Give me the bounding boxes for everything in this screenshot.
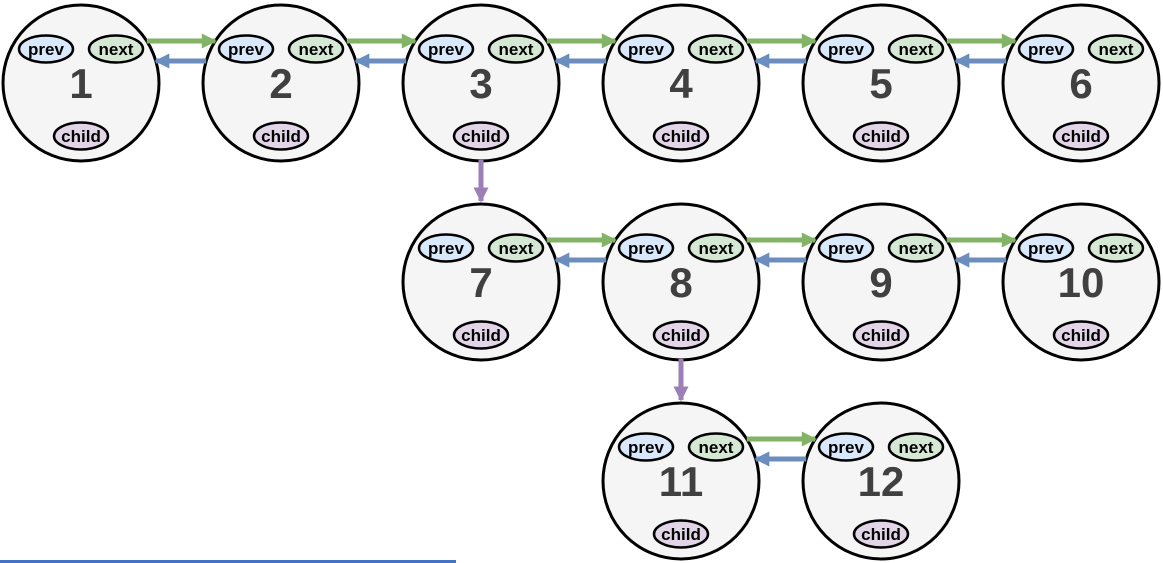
child-label: child bbox=[1061, 326, 1101, 345]
prev-pointer-slot bbox=[417, 233, 475, 263]
prev-pointer-slot bbox=[1017, 34, 1075, 64]
node-value: 9 bbox=[869, 259, 892, 306]
list-node: prev next child 6 bbox=[1001, 3, 1161, 163]
next-label: next bbox=[499, 40, 534, 59]
prev-pointer-slot bbox=[217, 34, 275, 64]
prev-label: prev bbox=[828, 438, 864, 457]
node-value: 5 bbox=[869, 60, 892, 107]
child-pointer-slot bbox=[652, 519, 710, 549]
child-label: child bbox=[261, 127, 301, 146]
node-value: 7 bbox=[469, 259, 492, 306]
next-pointer-slot bbox=[887, 34, 945, 64]
child-pointer-slot bbox=[1052, 320, 1110, 350]
prev-pointer-slot bbox=[817, 34, 875, 64]
prev-label: prev bbox=[628, 438, 664, 457]
next-pointer-slot bbox=[487, 233, 545, 263]
list-node: prev next child 3 bbox=[401, 3, 561, 163]
child-pointer-slot bbox=[1052, 121, 1110, 151]
list-node: prev next child 12 bbox=[801, 401, 961, 561]
next-label: next bbox=[1099, 40, 1134, 59]
node-value: 1 bbox=[69, 60, 92, 107]
child-pointer-slot bbox=[452, 320, 510, 350]
next-pointer-slot bbox=[87, 34, 145, 64]
prev-label: prev bbox=[228, 40, 264, 59]
prev-pointer-slot bbox=[1017, 233, 1075, 263]
list-node: prev next child 8 bbox=[601, 202, 761, 362]
next-pointer-slot bbox=[287, 34, 345, 64]
node-value: 4 bbox=[669, 60, 693, 107]
prev-pointer-slot bbox=[617, 233, 675, 263]
prev-label: prev bbox=[28, 40, 64, 59]
list-node: prev next child 5 bbox=[801, 3, 961, 163]
next-pointer-slot bbox=[1087, 233, 1145, 263]
prev-label: prev bbox=[828, 239, 864, 258]
child-label: child bbox=[861, 127, 901, 146]
child-label: child bbox=[61, 127, 101, 146]
node-value: 6 bbox=[1069, 60, 1092, 107]
next-pointer-slot bbox=[487, 34, 545, 64]
prev-pointer-slot bbox=[817, 233, 875, 263]
list-node: prev next child 10 bbox=[1001, 202, 1161, 362]
prev-pointer-slot bbox=[417, 34, 475, 64]
child-pointer-slot bbox=[852, 121, 910, 151]
bottom-edge-line bbox=[0, 560, 456, 563]
prev-pointer-slot bbox=[617, 34, 675, 64]
next-pointer-slot bbox=[687, 233, 745, 263]
child-label: child bbox=[861, 525, 901, 544]
next-label: next bbox=[699, 438, 734, 457]
next-pointer-slot bbox=[687, 432, 745, 462]
prev-pointer-slot bbox=[17, 34, 75, 64]
child-label: child bbox=[661, 326, 701, 345]
child-pointer-slot bbox=[52, 121, 110, 151]
node-value: 8 bbox=[669, 259, 692, 306]
next-pointer-slot bbox=[887, 432, 945, 462]
list-node: prev next child 4 bbox=[601, 3, 761, 163]
list-node: prev next child 7 bbox=[401, 202, 561, 362]
prev-pointer-slot bbox=[817, 432, 875, 462]
list-node: prev next child 9 bbox=[801, 202, 961, 362]
child-pointer-slot bbox=[652, 121, 710, 151]
next-label: next bbox=[899, 438, 934, 457]
prev-label: prev bbox=[1028, 40, 1064, 59]
child-label: child bbox=[461, 127, 501, 146]
prev-label: prev bbox=[428, 239, 464, 258]
node-value: 12 bbox=[858, 458, 905, 505]
next-pointer-slot bbox=[887, 233, 945, 263]
next-label: next bbox=[499, 239, 534, 258]
child-label: child bbox=[661, 127, 701, 146]
child-label: child bbox=[1061, 127, 1101, 146]
next-label: next bbox=[899, 40, 934, 59]
next-label: next bbox=[299, 40, 334, 59]
child-label: child bbox=[461, 326, 501, 345]
next-label: next bbox=[899, 239, 934, 258]
next-pointer-slot bbox=[1087, 34, 1145, 64]
child-label: child bbox=[861, 326, 901, 345]
next-label: next bbox=[699, 239, 734, 258]
next-label: next bbox=[1099, 239, 1134, 258]
child-pointer-slot bbox=[652, 320, 710, 350]
child-pointer-slot bbox=[852, 519, 910, 549]
prev-label: prev bbox=[828, 40, 864, 59]
prev-label: prev bbox=[428, 40, 464, 59]
node-value: 10 bbox=[1058, 259, 1105, 306]
list-node: prev next child 1 bbox=[1, 3, 161, 163]
child-pointer-slot bbox=[852, 320, 910, 350]
node-value: 3 bbox=[469, 60, 492, 107]
next-label: next bbox=[699, 40, 734, 59]
list-node: prev next child 11 bbox=[601, 401, 761, 561]
list-node: prev next child 2 bbox=[201, 3, 361, 163]
prev-pointer-slot bbox=[617, 432, 675, 462]
child-pointer-slot bbox=[452, 121, 510, 151]
node-value: 11 bbox=[659, 458, 703, 505]
prev-label: prev bbox=[1028, 239, 1064, 258]
next-pointer-slot bbox=[687, 34, 745, 64]
prev-label: prev bbox=[628, 239, 664, 258]
prev-label: prev bbox=[628, 40, 664, 59]
next-label: next bbox=[99, 40, 134, 59]
child-label: child bbox=[661, 525, 701, 544]
child-pointer-slot bbox=[252, 121, 310, 151]
node-value: 2 bbox=[269, 60, 292, 107]
